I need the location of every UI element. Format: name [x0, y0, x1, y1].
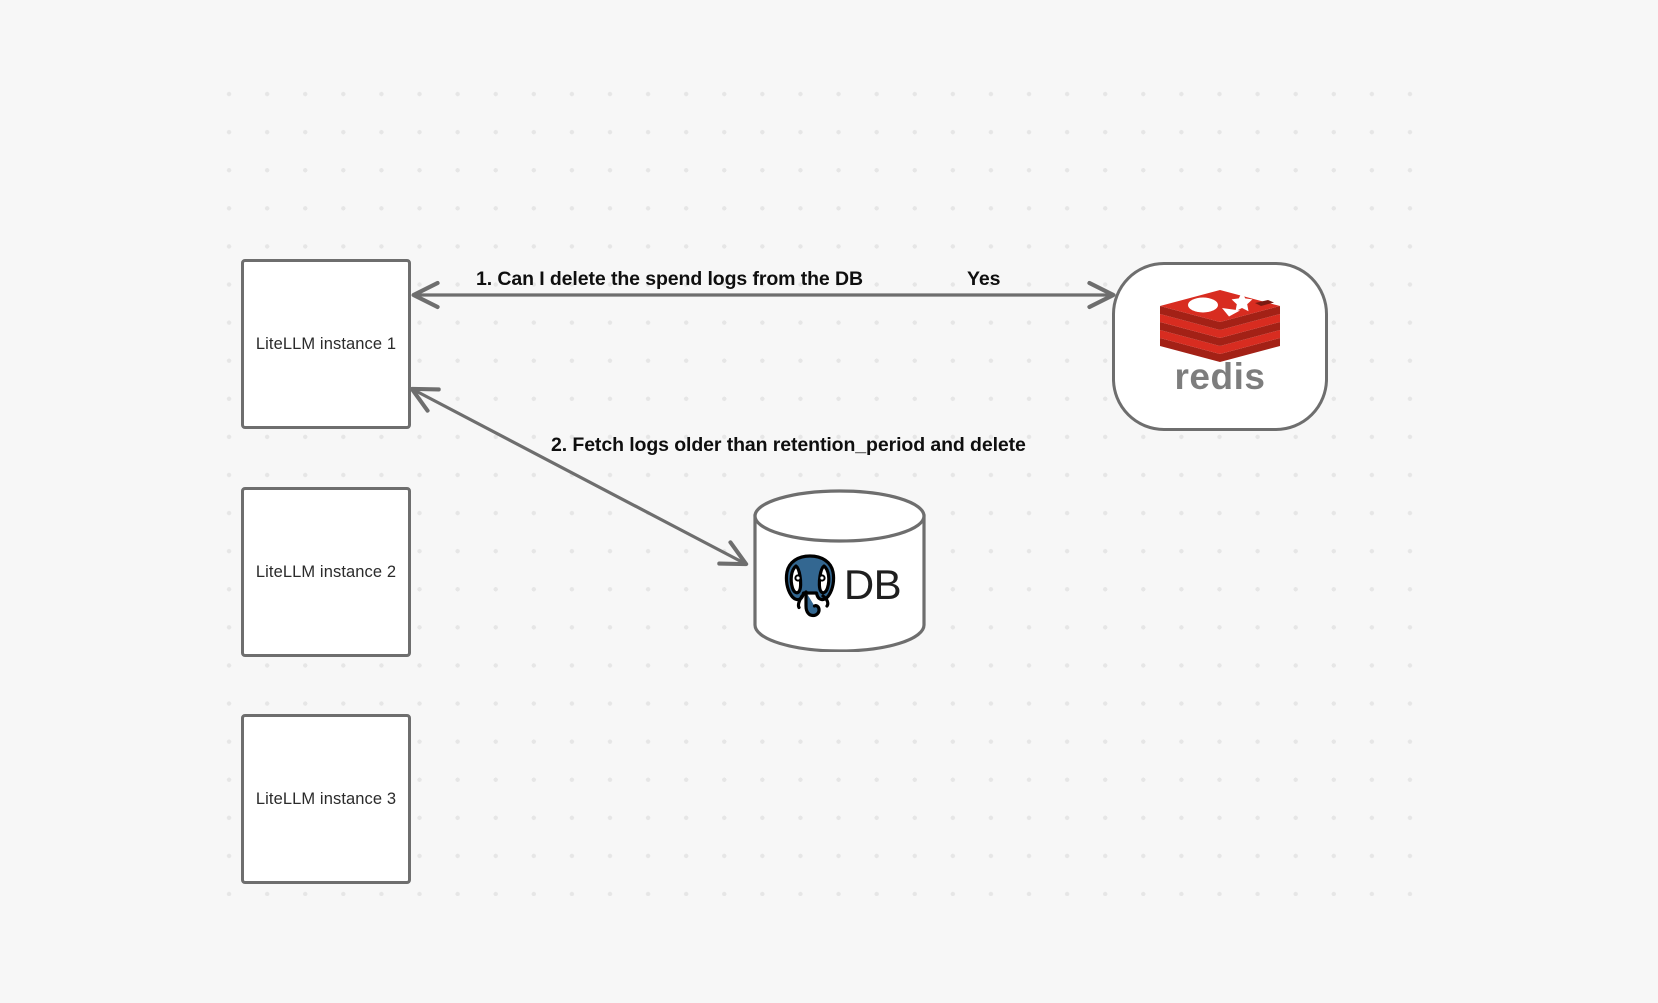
node-litellm-instance-3-label: LiteLLM instance 3: [255, 789, 397, 808]
node-litellm-instance-2[interactable]: LiteLLM instance 2: [241, 487, 411, 657]
node-litellm-instance-1-label: LiteLLM instance 1: [255, 334, 397, 353]
database-label: DB: [843, 561, 902, 608]
edge-litellm-1-to-db: [409, 386, 749, 567]
redis-wordmark: redis: [1175, 358, 1266, 397]
node-redis[interactable]: redis: [1112, 262, 1328, 431]
node-litellm-instance-2-label: LiteLLM instance 2: [255, 562, 397, 581]
cylinder-shape: [753, 489, 926, 652]
database-logo-row: DB: [752, 545, 927, 625]
postgresql-elephant-icon: [784, 554, 835, 618]
redis-logo: redis: [1154, 288, 1286, 406]
node-litellm-instance-3[interactable]: LiteLLM instance 3: [241, 714, 411, 884]
edge-label-step-1-answer: Yes: [967, 268, 1001, 290]
node-database[interactable]: DB: [752, 489, 927, 652]
redis-stack-icon: [1160, 289, 1280, 362]
node-litellm-instance-1[interactable]: LiteLLM instance 1: [241, 259, 411, 429]
edge-label-step-1: 1. Can I delete the spend logs from the …: [476, 268, 863, 290]
redis-wordmark-text: redis: [1175, 358, 1266, 397]
edge-label-step-2: 2. Fetch logs older than retention_perio…: [551, 434, 1026, 456]
